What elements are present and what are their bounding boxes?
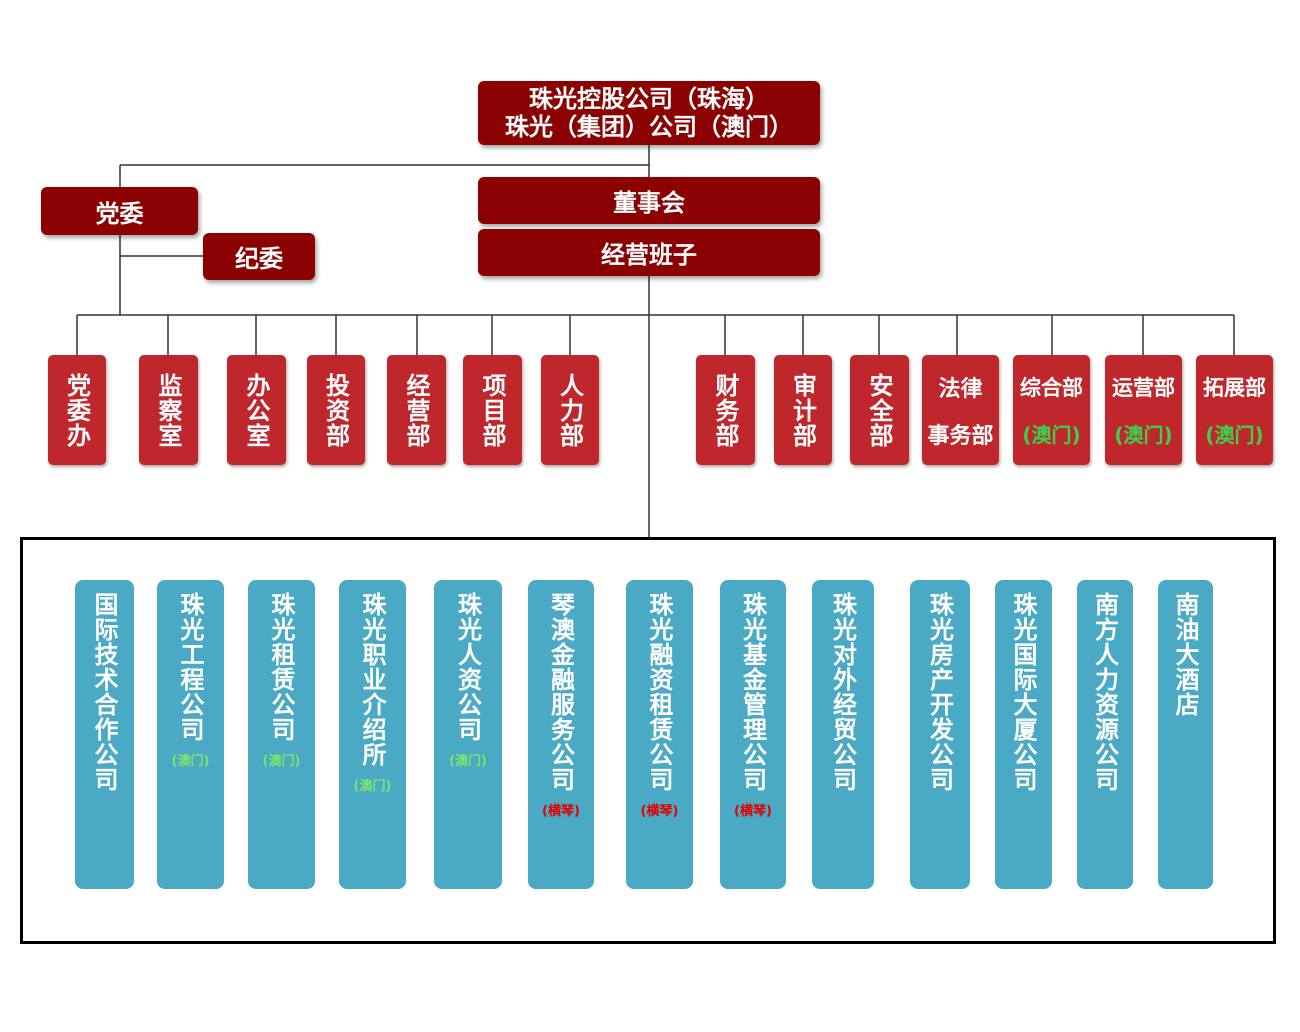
dept-hr: 人力部 [541,355,599,465]
dept-location: (澳门) [1114,423,1173,448]
subsidiary-card: 珠光租赁公司 (澳门) [248,580,315,889]
dept-label: 办公室 [242,372,270,448]
subsidiary-name: 珠光基金管理公司 [738,592,767,792]
dept-label: 财务部 [711,372,739,448]
dept-projects: 项目部 [463,355,522,465]
dept-operations: 经营部 [387,355,446,465]
subsidiary-name: 国际技术合作公司 [90,592,118,792]
management-node: 经营班子 [478,229,820,276]
dept-label: 投资部 [321,372,350,448]
subsidiary-card: 珠光房产开发公司 [910,580,970,889]
board-node: 董事会 [478,177,820,224]
subsidiary-name: 珠光工程公司 [176,592,204,742]
subsidiary-tag: (横琴) [734,804,772,819]
dept-supervision: 监察室 [139,355,198,465]
dept-label: 监察室 [154,372,182,448]
dept-name: 拓展部 [1203,375,1266,400]
subsidiaries-frame [20,537,1276,944]
subsidiary-tag: (澳门) [353,779,392,794]
subsidiary-name: 南方人力资源公司 [1090,592,1119,792]
subsidiary-card: 珠光职业介绍所 (澳门) [339,580,406,889]
dept-audit: 审计部 [774,355,832,465]
dept-label: 人力部 [555,372,584,448]
subsidiary-card: 南油大酒店 [1158,580,1213,889]
subsidiary-card: 珠光对外经贸公司 [812,580,874,889]
dept-location: (澳门) [1022,423,1081,448]
dept-label: 经营部 [402,372,430,448]
subsidiary-card: 琴澳金融服务公司 (横琴) [528,580,594,889]
dept-legal: 法律 事务部 [922,355,999,465]
dept-legal-line2: 事务部 [927,423,994,449]
party-committee-node: 党委 [41,187,198,235]
holding-company-line1: 珠光控股公司（珠海） [529,85,769,113]
dept-expansion-macau: 拓展部 (澳门) [1196,355,1273,465]
subsidiary-card: 珠光人资公司 (澳门) [434,580,502,889]
subsidiary-name: 珠光人资公司 [453,592,482,742]
dept-operation-macau: 运营部 (澳门) [1105,355,1182,465]
subsidiary-name: 珠光房产开发公司 [925,592,954,792]
subsidiary-tag: (横琴) [542,804,580,819]
dept-safety: 安全部 [850,355,909,465]
subsidiary-card: 珠光国际大厦公司 [995,580,1052,889]
subsidiary-name: 珠光对外经贸公司 [828,592,857,792]
subsidiary-tag: (澳门) [449,754,487,769]
dept-label: 党委办 [62,372,91,448]
holding-company-line2: 珠光（集团）公司（澳门） [505,113,793,141]
dept-label: 项目部 [478,372,506,448]
holding-company-node: 珠光控股公司（珠海） 珠光（集团）公司（澳门） [478,81,820,145]
dept-label: 安全部 [865,372,893,448]
dept-general-macau: 综合部 (澳门) [1013,355,1090,465]
dept-location: (澳门) [1205,423,1264,448]
subsidiary-name: 珠光融资租赁公司 [645,592,673,792]
subsidiary-card: 国际技术合作公司 [75,580,134,889]
subsidiary-name: 珠光职业介绍所 [358,592,386,767]
dept-investment: 投资部 [307,355,365,465]
subsidiary-tag: (横琴) [640,804,679,819]
dept-party-office: 党委办 [48,355,106,465]
subsidiary-name: 珠光国际大厦公司 [1009,592,1037,792]
discipline-committee-node: 纪委 [203,233,315,280]
subsidiary-name: 南油大酒店 [1171,592,1199,717]
subsidiary-tag: (澳门) [262,754,301,769]
dept-finance: 财务部 [696,355,755,465]
dept-legal-line1: 法律 [938,376,983,402]
subsidiary-card: 珠光工程公司 (澳门) [157,580,224,889]
subsidiary-tag: (澳门) [171,754,210,769]
subsidiary-name: 珠光租赁公司 [267,592,295,742]
subsidiary-name: 琴澳金融服务公司 [546,592,575,792]
dept-office: 办公室 [227,355,286,465]
dept-name: 运营部 [1112,375,1175,400]
dept-label: 审计部 [788,372,817,448]
subsidiary-card: 珠光基金管理公司 (横琴) [720,580,786,889]
subsidiary-card: 南方人力资源公司 [1077,580,1133,889]
subsidiary-card: 珠光融资租赁公司 (横琴) [626,580,693,889]
dept-name: 综合部 [1020,375,1083,400]
